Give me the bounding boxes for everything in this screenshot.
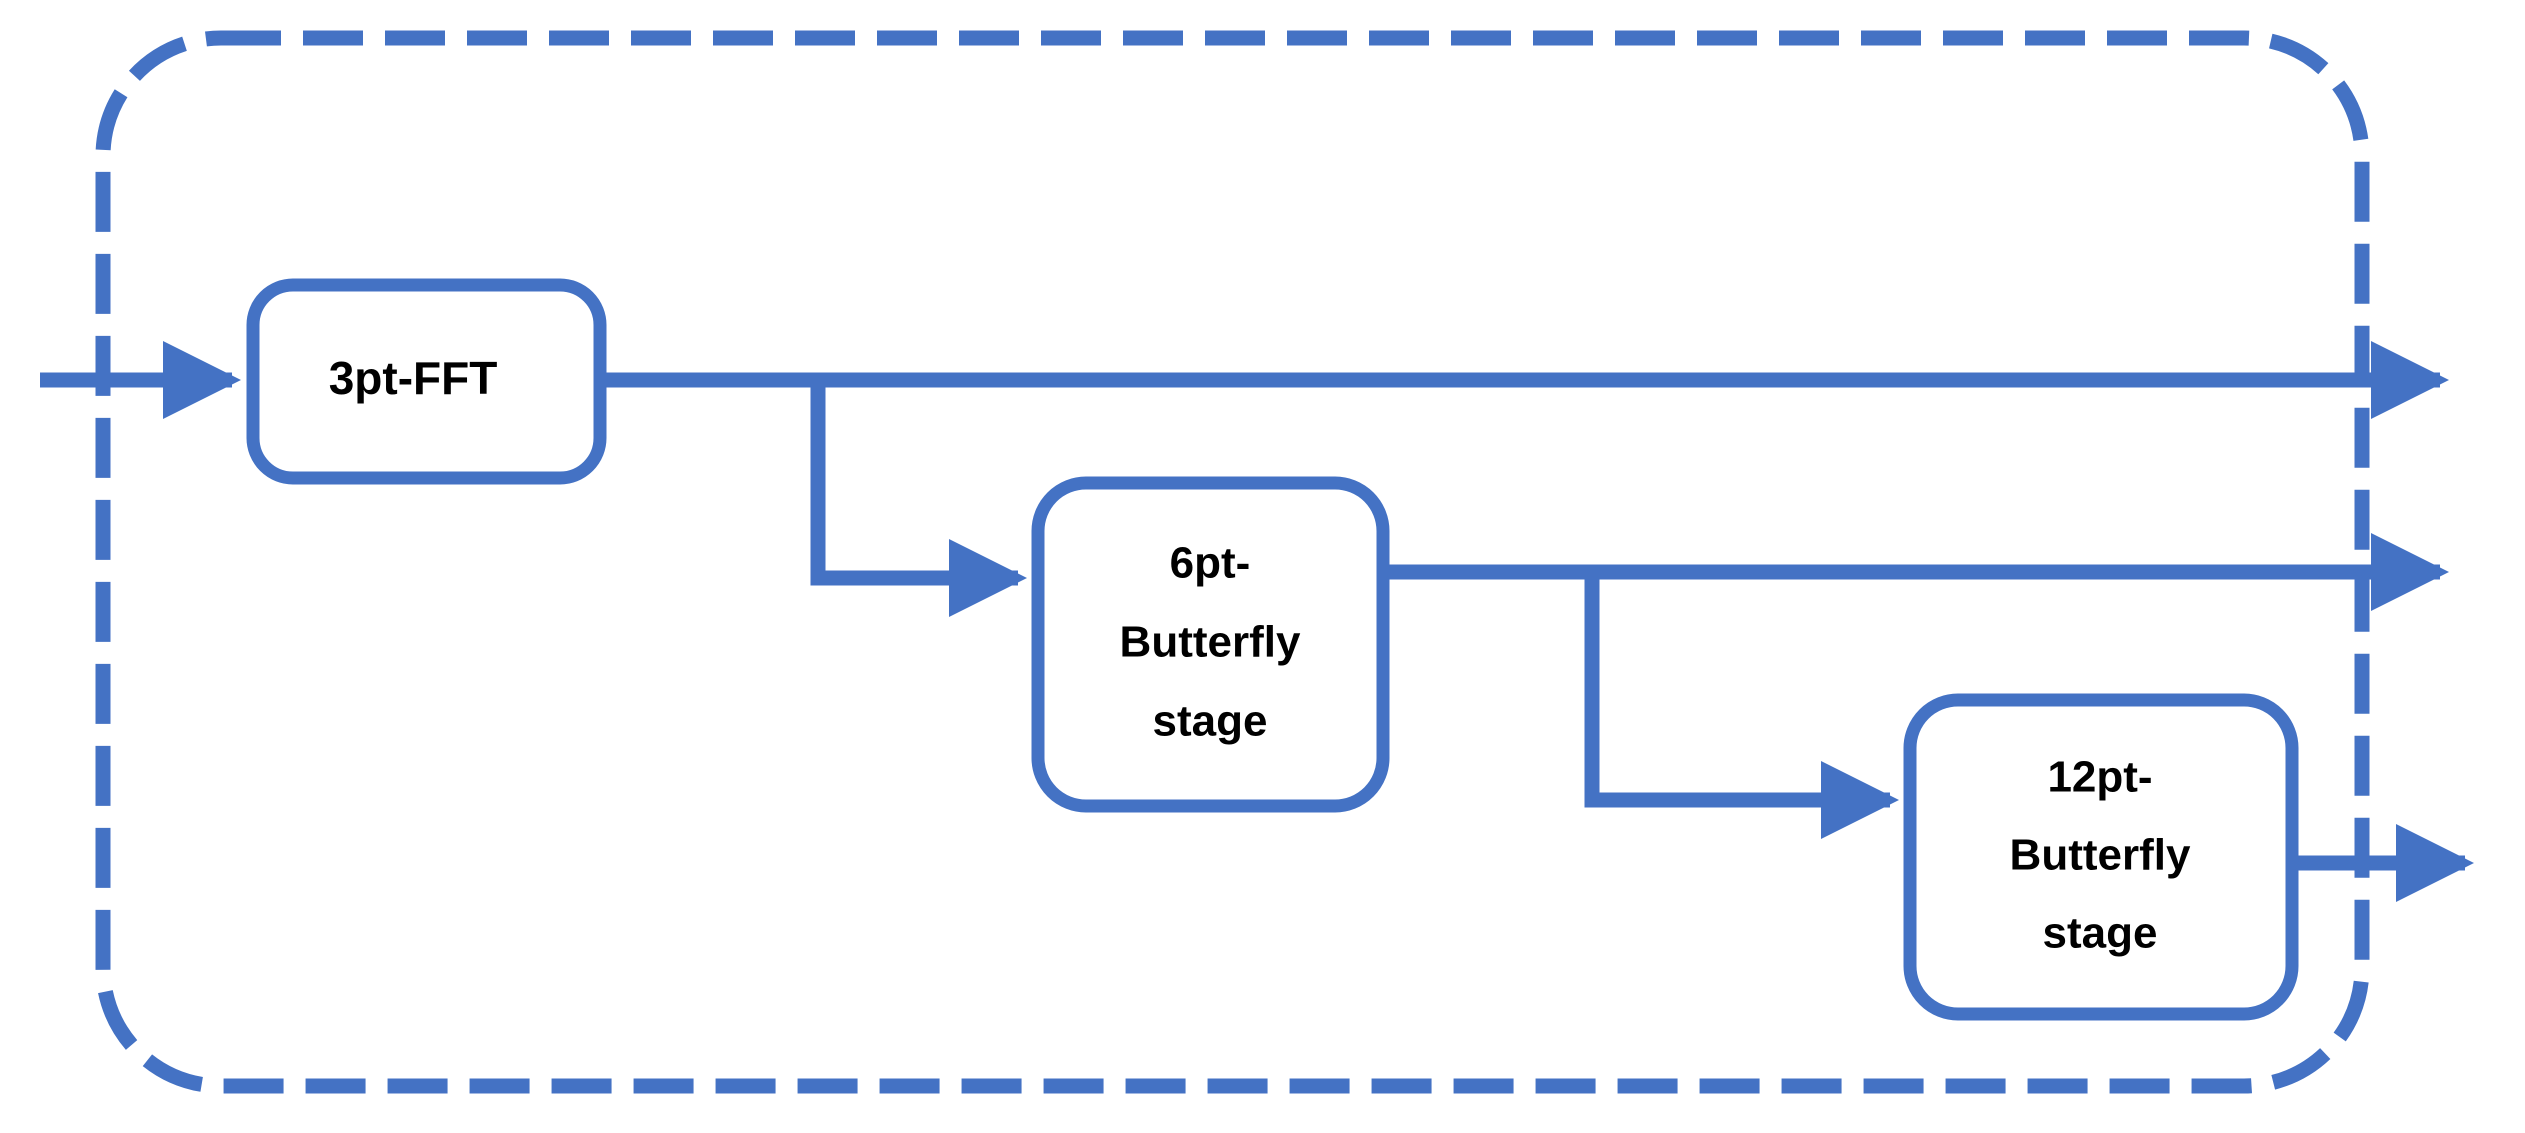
block-6pt-butterfly-stage-label-line-2: stage [1153, 697, 1268, 746]
block-3pt-fft-label-line-0: 3pt-FFT [329, 352, 498, 404]
block-12pt-butterfly-stage-label-line-2: stage [2043, 909, 2158, 958]
block-3pt-fft[interactable]: 3pt-FFT [246, 278, 607, 485]
block-12pt-butterfly-stage-label-line-1: Butterfly [2010, 831, 2191, 880]
branch-3pt-fft-to-6pt-butterfly [810, 380, 1028, 618]
block-12pt-butterfly-stage-shape [1903, 693, 2299, 1021]
block-6pt-butterfly-stage[interactable]: 6pt- Butterfly stage [1031, 476, 1390, 813]
block-12pt-butterfly-stage-label-line-0: 12pt- [2047, 753, 2152, 802]
block-6pt-butterfly-stage-label-line-1: Butterfly [1120, 618, 1301, 667]
block-6pt-butterfly-stage-label-line-0: 6pt- [1170, 539, 1251, 588]
branch-6pt-to-12pt-butterfly [1584, 572, 1900, 840]
block-3pt-fft-shape [246, 278, 607, 485]
block-6pt-butterfly-stage-shape [1031, 476, 1390, 813]
block-12pt-butterfly-stage[interactable]: 12pt- Butterfly stage [1903, 693, 2299, 1021]
dashed-container-border [95, 30, 2370, 1094]
